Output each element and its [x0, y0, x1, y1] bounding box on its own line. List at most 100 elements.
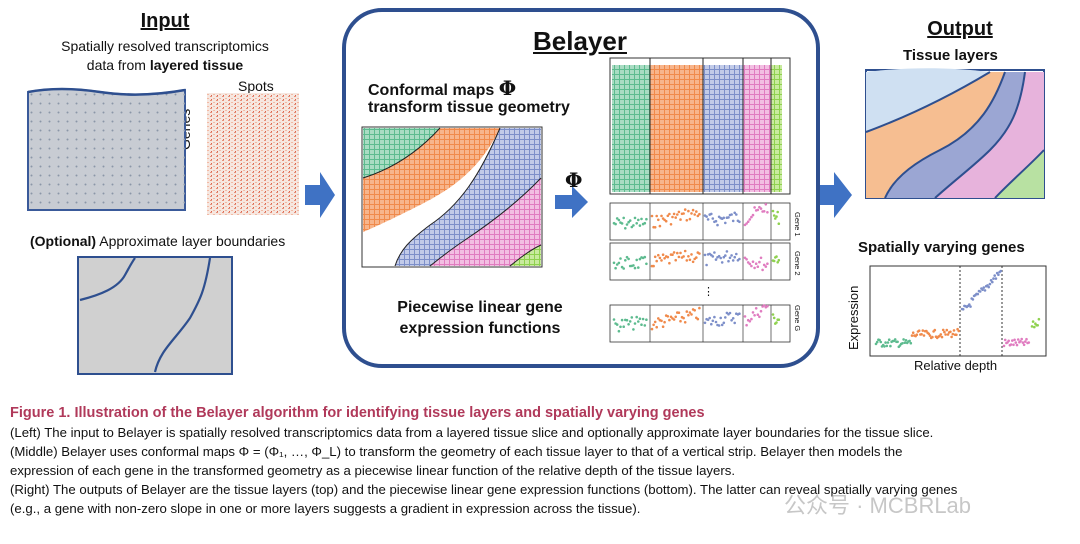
- gene-expression-point: [772, 214, 776, 217]
- gene-expression-point: [660, 319, 663, 323]
- gene-expression-point: [683, 249, 687, 253]
- conformal-heading: Conformal maps Φ: [368, 76, 516, 100]
- svg-expression-point: [908, 339, 911, 343]
- svg-expression-point: [1024, 340, 1027, 343]
- gene-expression-point: [750, 215, 753, 219]
- gene-expression-point: [635, 222, 638, 225]
- svg-ylabel: Expression: [846, 285, 861, 350]
- gene-expression-point: [628, 219, 632, 222]
- gene-expression-point: [731, 219, 735, 223]
- gene-expression-point: [711, 319, 715, 323]
- gene-expression-point: [730, 213, 733, 216]
- gene-expression-point: [672, 212, 676, 216]
- gene-expression-point: [625, 255, 629, 259]
- gene-expression-point: [663, 320, 666, 324]
- gene-expression-point: [691, 208, 695, 212]
- gene-expression-point: [685, 259, 689, 262]
- gene-expression-point: [677, 255, 681, 259]
- gene-expression-point: [658, 224, 662, 228]
- gene-expression-point: [754, 307, 758, 310]
- svg-expression-point: [991, 280, 994, 284]
- gene-expression-point: [696, 317, 700, 321]
- conformal-line1: Conformal maps: [368, 82, 495, 99]
- gene-expression-point: [750, 264, 753, 268]
- gene-expression-point: [698, 212, 701, 216]
- gene-label-1: Gene 1: [793, 212, 802, 237]
- gene-expression-point: [688, 311, 692, 314]
- piecewise-line2: expression functions: [399, 320, 561, 337]
- gene-expression-point: [687, 209, 690, 213]
- gene-expression-point: [724, 254, 727, 257]
- input-to-belayer-arrow: [305, 172, 335, 218]
- gene-expression-point: [705, 215, 708, 218]
- gene-expression-point: [733, 255, 736, 259]
- gene-expression-point: [758, 315, 761, 319]
- gene-expression-point: [650, 214, 654, 218]
- svg-expression-point: [1015, 343, 1019, 347]
- gene-expression-point: [645, 262, 648, 266]
- gene-expression-point: [625, 318, 629, 322]
- gene-expression-point: [756, 208, 760, 212]
- gene-expression-point: [738, 220, 741, 224]
- svg-expression-point: [955, 333, 958, 337]
- gene-expression-point: [777, 318, 781, 322]
- gene-expression-point: [756, 265, 760, 269]
- watermark: 公众号 · MCBRLab: [784, 493, 972, 518]
- svg-expression-point: [887, 338, 891, 342]
- spots-label: Spots: [238, 78, 274, 94]
- caption-heading: Figure 1. Illustration of the Belayer al…: [10, 405, 705, 421]
- gene-expression-point: [717, 254, 721, 258]
- optional-bold: (Optional): [30, 233, 97, 249]
- gene-expression-point: [728, 311, 732, 315]
- gene-expression-point: [758, 260, 761, 264]
- diagram-canvas: [27, 8, 1047, 375]
- svg-expression-point: [987, 285, 990, 289]
- gene-expression-point: [660, 259, 663, 262]
- gene-expression-point: [777, 222, 781, 225]
- svg-expression-point: [945, 328, 949, 332]
- caption-line5: (e.g., a gene with non-zero slope in one…: [10, 501, 641, 516]
- gene-expression-point: [766, 262, 769, 266]
- gene-expression-point: [745, 323, 748, 327]
- gene-expression-point: [696, 214, 700, 218]
- gene-expression-point: [640, 217, 643, 221]
- gene-expression-point: [650, 327, 654, 331]
- svg-expression-point: [931, 335, 934, 339]
- gene-expression-point: [676, 213, 679, 216]
- gene-expression-point: [759, 309, 763, 313]
- input-tissue-slice: [27, 87, 186, 211]
- gene-expression-point: [617, 329, 621, 333]
- gene-expression-point: [671, 253, 674, 256]
- gene-expression-point: [748, 320, 752, 323]
- svg-expression-point: [1021, 341, 1025, 344]
- gene-expression-point: [664, 219, 668, 223]
- gene-expression-point: [687, 313, 690, 317]
- gene-expression-point: [682, 316, 685, 320]
- gene-expression-point: [722, 321, 726, 325]
- svg-expression-point: [976, 292, 980, 296]
- gene-expression-point: [695, 256, 698, 259]
- gene-expression-point: [690, 313, 693, 316]
- svg-expression-point: [961, 308, 965, 311]
- gene-expression-point: [748, 218, 752, 221]
- gene-expression-point: [751, 260, 755, 264]
- gene-expression-point: [658, 256, 662, 260]
- svg-expression-point: [1033, 325, 1036, 329]
- gene-expression-point: [730, 254, 733, 257]
- gene-expression-point: [645, 318, 648, 322]
- gene-expression-point: [720, 261, 724, 264]
- svg-expression-point: [909, 341, 913, 345]
- gene-expression-point: [750, 317, 753, 321]
- gene-expression-point: [735, 252, 738, 256]
- gene-expression-point: [717, 324, 721, 327]
- gene-expression-point: [690, 212, 693, 215]
- gene-expression-point: [727, 259, 730, 263]
- svg-expression-point: [999, 269, 1003, 273]
- svg-expression-point: [896, 340, 899, 344]
- svg-expression-point: [1003, 338, 1007, 342]
- gene-expression-point: [748, 262, 752, 266]
- gene-expression-point: [693, 309, 696, 312]
- gene-expression-point: [714, 219, 718, 223]
- gene-expression-point: [706, 218, 710, 221]
- gene-expression-point: [683, 321, 687, 324]
